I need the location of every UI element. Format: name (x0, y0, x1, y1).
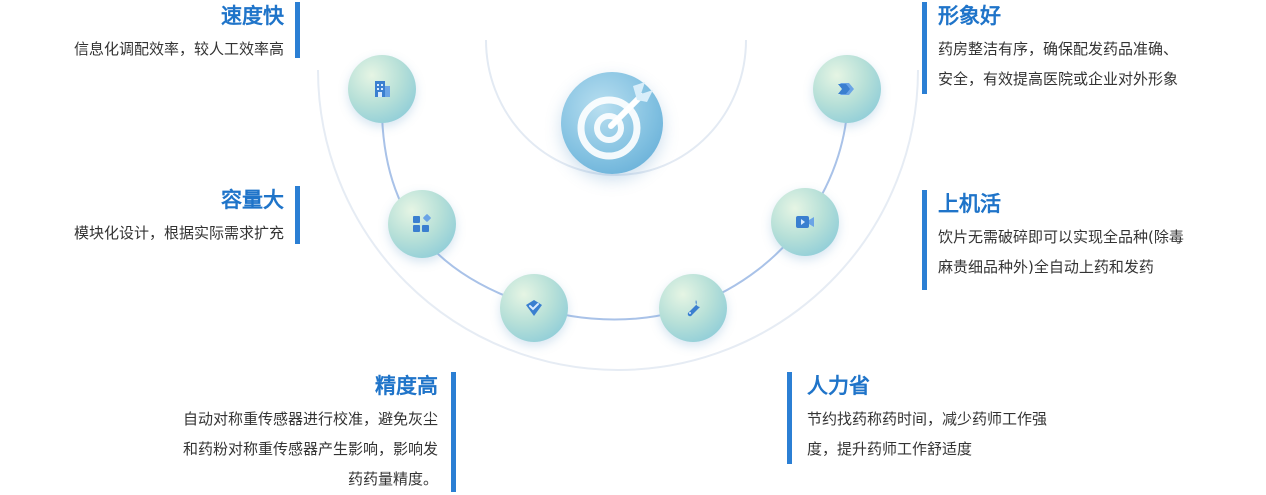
feature-desc: 节约找药称药时间，减少药师工作强 度，提升药师工作舒适度 (807, 404, 1147, 464)
accent-bar (922, 2, 927, 94)
video-icon (796, 216, 814, 228)
desc-line: 麻贵细品种外)全自动上药和发药 (938, 258, 1154, 276)
target-arrow-icon (561, 72, 663, 174)
feature-image: 形象好 药房整洁有序，确保配发药品准确、 安全，有效提高医院或企业对外形象 (922, 2, 1266, 94)
feature-labor: 人力省 节约找药称药时间，减少药师工作强 度，提升药师工作舒适度 (787, 372, 1147, 464)
wrench-icon (687, 300, 700, 317)
feature-title: 人力省 (807, 374, 870, 398)
modules-icon (413, 214, 431, 232)
accent-bar (451, 372, 456, 492)
feature-desc: 饮片无需破碎即可以实现全品种(除毒 麻贵细品种外)全自动上药和发药 (938, 222, 1266, 282)
feature-title: 上机活 (938, 192, 1001, 216)
desc-line: 饮片无需破碎即可以实现全品种(除毒 (938, 228, 1184, 246)
accent-bar (922, 190, 927, 290)
accent-bar (295, 186, 300, 244)
node-labor (659, 274, 727, 342)
feature-speed: 速度快 信息化调配效率，较人工效率高 (0, 2, 300, 58)
feature-desc: 药房整洁有序，确保配发药品准确、 安全，有效提高医院或企业对外形象 (938, 34, 1266, 94)
feature-title: 容量大 (221, 188, 284, 212)
feature-desc: 自动对称重传感器进行校准，避免灰尘 和药粉对称重传感器产生影响，影响发 药药量精… (30, 404, 438, 494)
node-capacity (388, 190, 456, 258)
feature-title: 形象好 (938, 4, 1001, 28)
feature-precision: 精度高 自动对称重传感器进行校准，避免灰尘 和药粉对称重传感器产生影响，影响发 … (30, 372, 456, 492)
desc-line: 药房整洁有序，确保配发药品准确、 (938, 40, 1179, 58)
desc-line: 和药粉对称重传感器产生影响，影响发 (182, 440, 438, 458)
node-speed (348, 55, 416, 123)
node-image (813, 55, 881, 123)
feature-flex: 上机活 饮片无需破碎即可以实现全品种(除毒 麻贵细品种外)全自动上药和发药 (922, 190, 1266, 290)
feature-title: 精度高 (375, 374, 438, 398)
building-icon (375, 81, 390, 97)
feature-capacity: 容量大 模块化设计，根据实际需求扩充 (0, 186, 300, 244)
desc-line: 度，提升药师工作舒适度 (807, 440, 973, 458)
desc-line: 自动对称重传感器进行校准，避免灰尘 (182, 410, 438, 428)
accent-bar (787, 372, 792, 464)
shield-check-icon (526, 300, 542, 316)
accent-bar (295, 2, 300, 58)
feature-desc: 模块化设计，根据实际需求扩充 (73, 224, 284, 242)
desc-line: 节约找药称药时间，减少药师工作强 (807, 410, 1048, 428)
desc-line: 安全，有效提高医院或企业对外形象 (938, 70, 1179, 88)
feature-desc: 信息化调配效率，较人工效率高 (73, 40, 284, 58)
node-flex (771, 188, 839, 256)
feature-title: 速度快 (221, 4, 284, 28)
node-precision (500, 274, 568, 342)
layers-icon (838, 83, 854, 95)
desc-line: 药药量精度。 (347, 470, 438, 488)
